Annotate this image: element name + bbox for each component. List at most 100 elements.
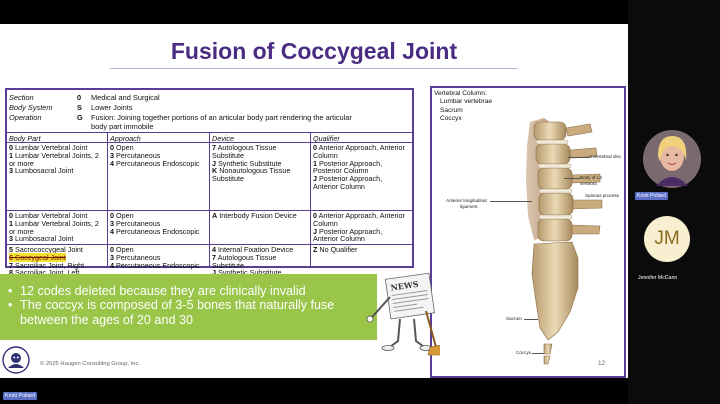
code-line: Anterior Column — [313, 183, 405, 191]
code-line: 4 Percutaneous Endoscopic — [110, 226, 200, 236]
code-description: Percutaneous Endoscopic — [114, 226, 200, 236]
code-line: 0 Anterior Approach, Anterior — [313, 144, 405, 152]
table-rule — [209, 132, 210, 268]
code-description: Interbody Fusion Device — [217, 211, 297, 220]
code-line: Substitute — [212, 175, 290, 183]
code-description: Lumbar Vertebral Joints, 2 — [13, 218, 99, 228]
label-body-l2-line2: vertebra — [580, 181, 597, 186]
code-description: or more — [9, 158, 34, 168]
code-line: Substitute — [212, 261, 293, 270]
code-description: No Qualifier — [317, 245, 358, 254]
anatomy-subtitle: Lumbar vertebrae — [440, 98, 493, 106]
code-line: 3 Lumbosacral Joint — [9, 167, 99, 175]
code-line: 3 Lumbosacral Joint — [9, 235, 99, 243]
col-header-approach: Approach — [110, 134, 141, 143]
code-description: Substitute — [212, 174, 244, 184]
code-line: 5 Sacrococcygeal Joint — [9, 246, 84, 254]
newspaper-heading: NEWS — [390, 279, 420, 293]
code-value: 4 — [110, 158, 114, 168]
spine-anatomy-figure: Vertebral Column: Lumbar vertebrae Sacru… — [430, 86, 626, 378]
code-value: Z — [313, 245, 318, 254]
code-line: J Posterior Approach, — [313, 175, 405, 183]
code-value: 3 — [110, 252, 114, 262]
code-description: Percutaneous Endoscopic — [114, 158, 200, 168]
code-line: 0 Open — [110, 144, 200, 152]
section-code: 0 — [77, 93, 82, 102]
code-value: A — [212, 211, 218, 220]
spine-illustration — [526, 118, 603, 365]
code-description: Open — [114, 143, 134, 152]
leader-line — [568, 157, 590, 158]
anatomy-title: Vertebral Column: — [434, 90, 487, 97]
operation-code: G — [77, 113, 83, 122]
section-value: Medical and Surgical — [91, 93, 160, 102]
code-value: 0 — [313, 143, 317, 152]
code-line: 8 Sacroiliac Joint, Left — [9, 269, 84, 277]
code-description: Synthetic Substitute — [216, 158, 282, 168]
code-value: J — [212, 158, 216, 168]
code-description: Sacroiliac Joint, Left — [13, 268, 80, 278]
code-description: Lumbar Vertebral Joint — [13, 211, 88, 220]
code-line: Anterior Column — [313, 235, 405, 243]
anatomy-subtitle: Sacrum — [440, 106, 463, 114]
code-description: Column — [313, 150, 338, 160]
code-description: Autologous Tissue — [216, 252, 277, 262]
code-line: Posterior Column — [313, 167, 405, 175]
key-points-callout: 12 codes deleted because they are clinic… — [0, 274, 377, 340]
callout-point: 12 codes deleted because they are clinic… — [8, 284, 377, 299]
company-logo — [2, 346, 30, 374]
participant-video-kristi[interactable] — [642, 126, 702, 192]
participant-name: Jennifer McCann — [638, 275, 678, 281]
code-line: or more — [9, 227, 99, 236]
callout-list: 12 codes deleted because they are clinic… — [0, 274, 377, 327]
code-line: 7 Autologous Tissue — [212, 252, 293, 262]
code-line: 4 Percutaneous Endoscopic — [110, 260, 200, 270]
code-description: Anterior Approach, Anterior — [317, 211, 405, 220]
label-anterior-ligament: Anterior longitudinal — [446, 198, 487, 203]
label-sacrum: Sacrum — [506, 316, 522, 321]
code-line: 3 Percutaneous — [110, 150, 200, 160]
anatomy-subtitle: Coccyx — [440, 115, 462, 123]
code-description: Internal Fixation Device — [216, 245, 294, 254]
anatomy-caption: Vertebral Column: Lumbar vertebrae Sacru… — [434, 90, 492, 124]
participant-avatar-initials[interactable]: JM — [644, 216, 690, 262]
code-description: Substitute — [212, 150, 244, 160]
code-line: 4 Percutaneous Endoscopic — [110, 158, 200, 168]
table-rule — [107, 132, 108, 268]
code-line: Z No Qualifier — [313, 246, 357, 254]
code-description: Posterior Approach, — [317, 226, 383, 236]
code-description: Lumbar Vertebral Joints, 2 — [13, 150, 99, 160]
participants-panel: Kristi Pollard JM Jennifer McCann — [628, 0, 720, 404]
code-description: Sacroiliac Joint, Right — [13, 260, 85, 270]
code-line: A Interbody Fusion Device — [212, 212, 297, 220]
code-line: 6 Coccygeal Joint — [9, 252, 84, 262]
col-header-qualifier: Qualifier — [313, 134, 340, 143]
code-line: 0 Open — [110, 212, 200, 220]
code-description: Percutaneous — [114, 252, 161, 262]
leader-line — [564, 178, 580, 179]
code-line: J Posterior Approach, — [313, 226, 405, 236]
code-value: 0 — [313, 211, 317, 220]
code-value: 4 — [110, 226, 114, 236]
code-value: 4 — [110, 260, 114, 270]
cell-device: A Interbody Fusion Device — [212, 212, 297, 220]
code-line: 0 Open — [110, 246, 200, 254]
col-header-body-part: Body Part — [9, 134, 41, 143]
code-description: Lumbosacral Joint — [13, 166, 74, 176]
body-system-code: S — [77, 103, 82, 112]
code-description: Posterior Approach, — [317, 158, 383, 168]
code-value: 3 — [110, 218, 114, 228]
code-value: 7 — [212, 143, 216, 152]
code-line: 7 Autologous Tissue — [212, 144, 290, 152]
code-line: 3 Percutaneous — [110, 252, 200, 262]
code-description: Open — [114, 245, 134, 254]
code-line: 0 Anterior Approach, Anterior — [313, 212, 405, 220]
code-value: 3 — [110, 150, 114, 160]
label-intervertebral-disc: Invertebral disc — [590, 154, 622, 159]
code-description: Lumbar Vertebral Joint — [13, 143, 88, 152]
